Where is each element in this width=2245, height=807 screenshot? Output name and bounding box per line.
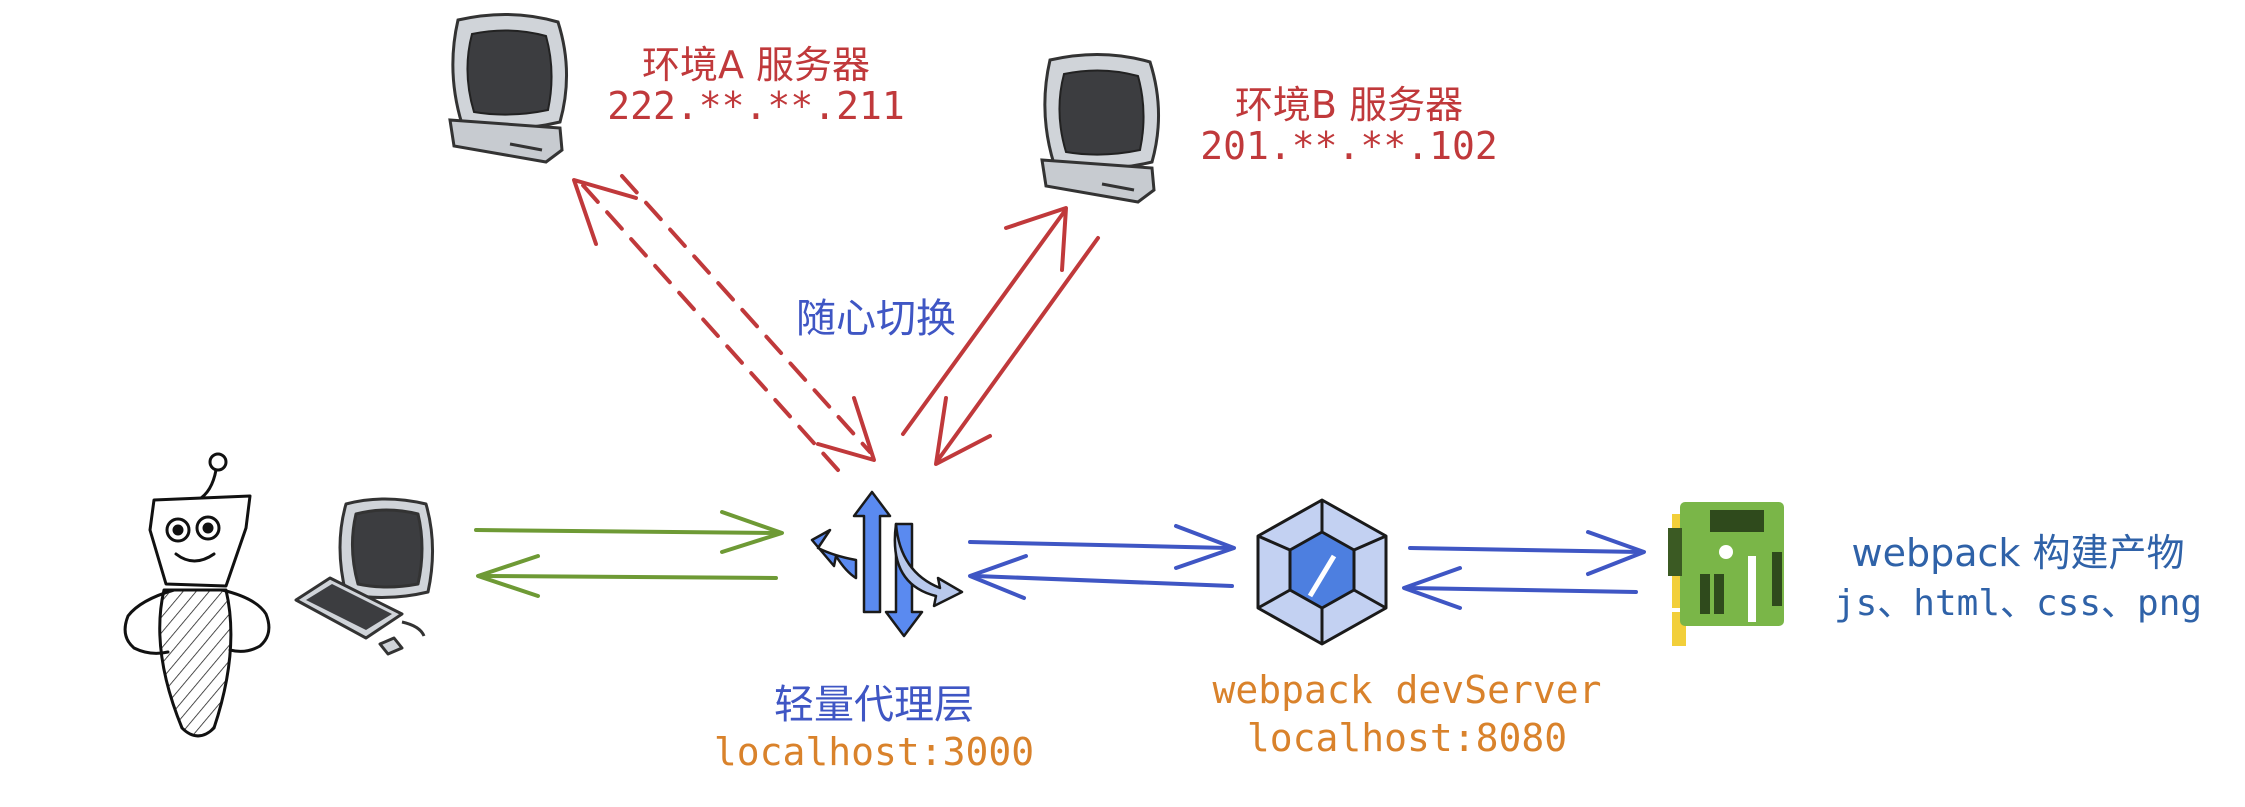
server-b-ip: 201.**.**.102 — [1200, 124, 1498, 168]
server-a-arrows — [578, 174, 872, 472]
server-a-arrowheads — [572, 178, 876, 462]
switch-note: 随心切换 — [796, 296, 956, 342]
proxy-address: localhost:3000 — [713, 730, 1035, 774]
server-b-name: 环境B 服务器 — [1234, 83, 1464, 127]
server-a-name: 环境A 服务器 — [641, 43, 871, 87]
proxy-merge-icon — [810, 490, 964, 638]
devserver-name: webpack devServer — [1212, 668, 1602, 712]
proxy-name: 轻量代理层 — [774, 682, 974, 728]
build-output-title: webpack 构建产物 — [1851, 531, 2185, 575]
user-computer-icon — [294, 497, 434, 656]
devserver-output-arrows — [1402, 530, 1646, 610]
server-a-monitor-icon — [448, 12, 569, 164]
build-output-files: js、html、css、png — [1833, 583, 2203, 624]
proxy-devserver-arrows — [968, 524, 1236, 600]
server-b-monitor-icon — [1040, 52, 1161, 204]
circuit-board-icon — [1668, 502, 1784, 646]
user-robot-icon — [123, 452, 271, 738]
webpack-icon — [1256, 498, 1388, 646]
devserver-address: localhost:8080 — [1246, 716, 1568, 760]
server-a-ip: 222.**.**.211 — [607, 84, 905, 128]
server-b-arrows — [901, 206, 1100, 466]
user-proxy-arrows — [474, 510, 784, 598]
